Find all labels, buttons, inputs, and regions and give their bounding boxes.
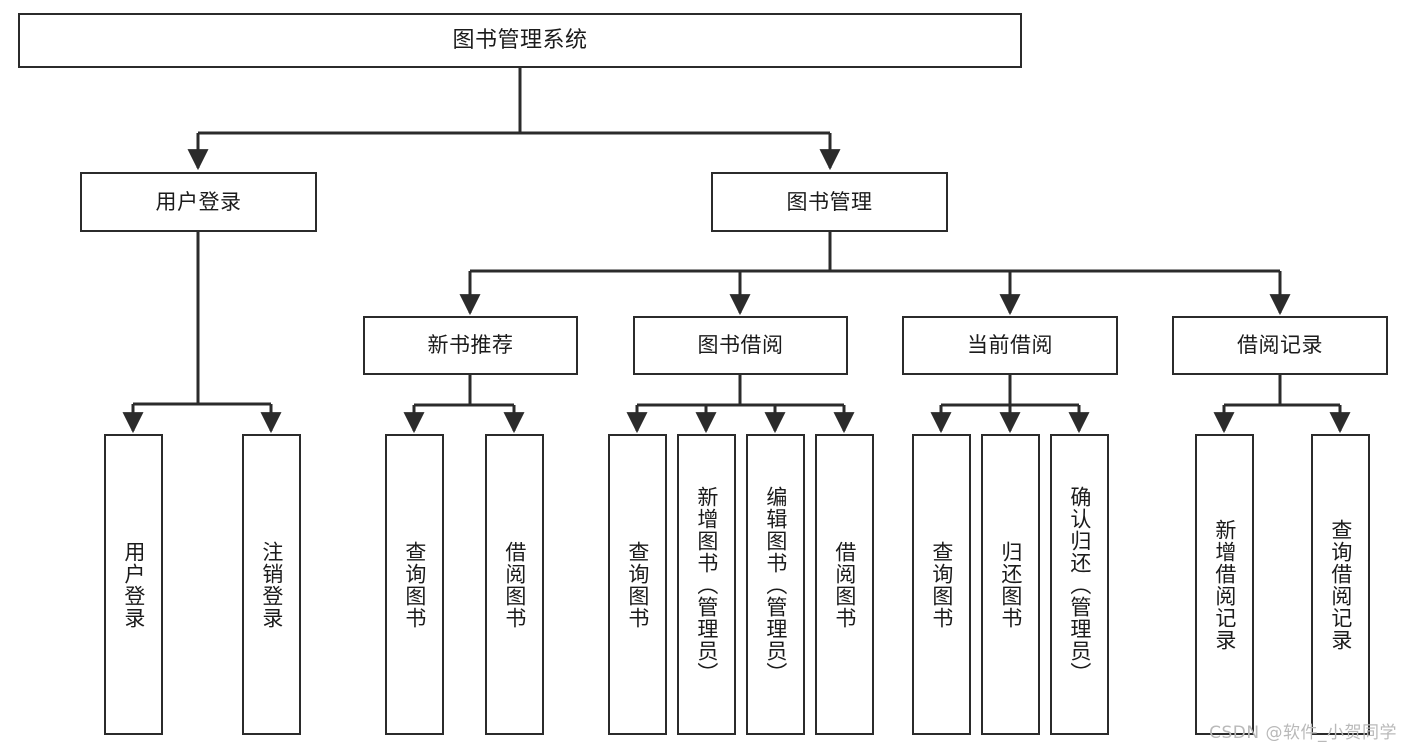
node-label: 归还图书 <box>998 540 1023 629</box>
node-user-login[interactable]: 用户登录 <box>80 172 317 232</box>
leaf-borrowrecord-add-record[interactable]: 新增借阅记录 <box>1195 434 1254 735</box>
node-current-borrow[interactable]: 当前借阅 <box>902 316 1118 375</box>
leaf-currentborrow-return-book[interactable]: 归还图书 <box>981 434 1040 735</box>
node-label: 用户登录 <box>155 189 242 214</box>
node-label: 当前借阅 <box>967 333 1053 358</box>
node-root-system[interactable]: 图书管理系统 <box>18 13 1022 68</box>
node-label: 借阅图书 <box>502 540 527 629</box>
leaf-borrowrecord-query-record[interactable]: 查询借阅记录 <box>1311 434 1370 735</box>
node-borrow-record[interactable]: 借阅记录 <box>1172 316 1388 375</box>
leaf-newbook-query-book[interactable]: 查询图书 <box>385 434 444 735</box>
leaf-bookborrow-add-book[interactable]: 新增图书（管理员） <box>677 434 736 735</box>
node-book-management[interactable]: 图书管理 <box>711 172 948 232</box>
node-label: 借阅图书 <box>832 540 857 629</box>
watermark-text: CSDN @软件_小贺同学 <box>1209 723 1397 743</box>
node-label: 图书管理系统 <box>452 27 588 53</box>
node-label: 编辑图书（管理员） <box>763 485 788 684</box>
node-label: 图书借阅 <box>697 333 784 358</box>
node-label: 确认归还（管理员） <box>1067 485 1092 684</box>
node-label: 用户登录 <box>121 540 146 629</box>
node-label: 新增借阅记录 <box>1212 518 1237 651</box>
node-label: 查询图书 <box>929 540 954 629</box>
node-label: 查询借阅记录 <box>1328 518 1353 651</box>
leaf-bookborrow-query-book[interactable]: 查询图书 <box>608 434 667 735</box>
node-label: 借阅记录 <box>1237 333 1323 358</box>
leaf-newbook-borrow-book[interactable]: 借阅图书 <box>485 434 544 735</box>
leaf-bookborrow-borrow-book[interactable]: 借阅图书 <box>815 434 874 735</box>
node-new-book-recommend[interactable]: 新书推荐 <box>363 316 578 375</box>
leaf-logout[interactable]: 注销登录 <box>242 434 301 735</box>
node-label: 查询图书 <box>625 540 650 629</box>
node-label: 图书管理 <box>786 189 873 214</box>
node-label: 注销登录 <box>259 540 284 629</box>
leaf-bookborrow-edit-book[interactable]: 编辑图书（管理员） <box>746 434 805 735</box>
node-label: 查询图书 <box>402 540 427 629</box>
leaf-currentborrow-confirm-return[interactable]: 确认归还（管理员） <box>1050 434 1109 735</box>
node-book-borrow[interactable]: 图书借阅 <box>633 316 848 375</box>
leaf-user-login[interactable]: 用户登录 <box>104 434 163 735</box>
node-label: 新增图书（管理员） <box>694 485 719 684</box>
node-label: 新书推荐 <box>427 333 514 358</box>
leaf-currentborrow-query-book[interactable]: 查询图书 <box>912 434 971 735</box>
